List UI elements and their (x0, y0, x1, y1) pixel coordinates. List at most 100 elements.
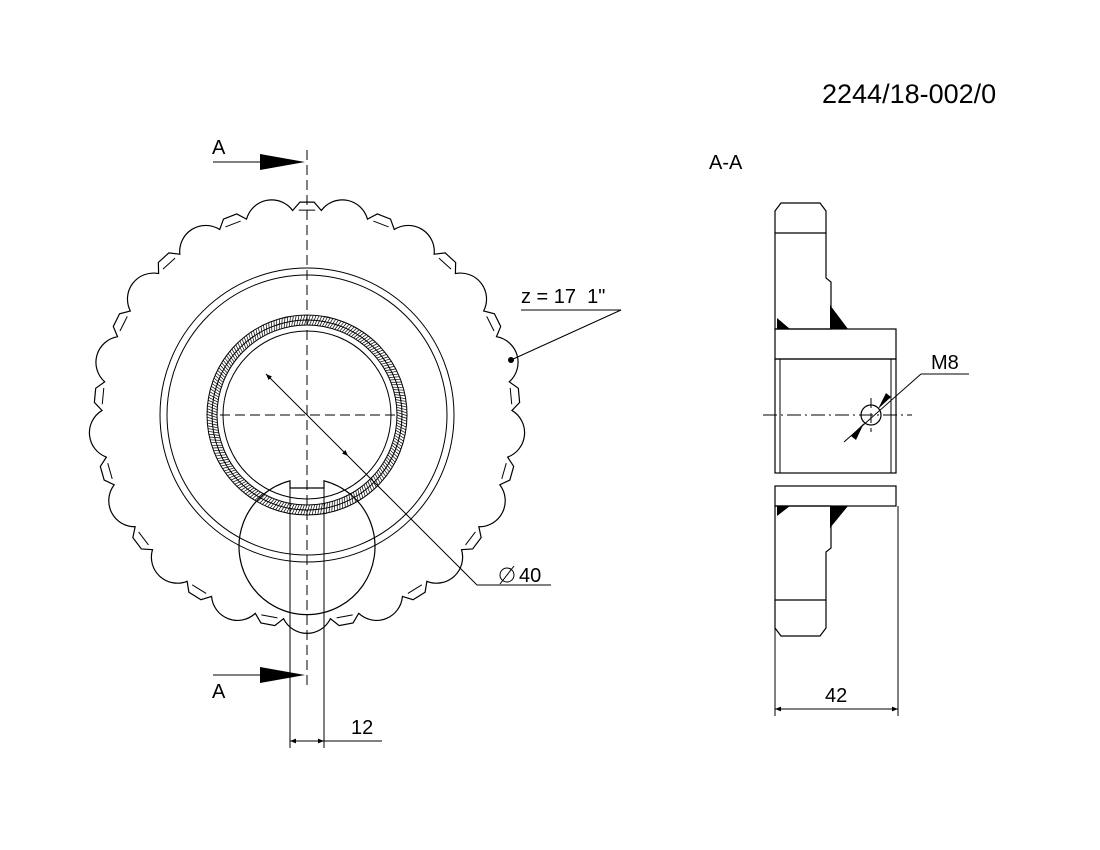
knurl-tick (206, 416, 218, 421)
knurl-tick (348, 494, 351, 506)
knurl-tick (346, 326, 355, 335)
knurl-tick (223, 467, 235, 472)
knurl-tick (243, 485, 253, 493)
knurl-tick (207, 399, 218, 406)
knurl-tick (376, 354, 387, 359)
knurl-tick (254, 493, 263, 501)
knurl-tick (265, 323, 268, 335)
knurl-tick (361, 337, 371, 345)
knurl-tick (396, 419, 407, 425)
knurl-tick (377, 469, 385, 479)
tooth-chamfer-line (225, 220, 241, 228)
knurl-tick (255, 328, 259, 340)
knurl-tick (293, 315, 297, 326)
knurl-tick (267, 498, 275, 508)
knurl-tick (213, 377, 223, 386)
knurl-tick (363, 484, 368, 495)
knurl-tick (367, 343, 378, 349)
lower-tooth-section (774, 505, 848, 637)
knurl-tick (208, 394, 219, 400)
tooth-chamfer-line (438, 257, 452, 270)
thread-callout: M8 (931, 352, 959, 374)
knurl-tick (341, 324, 350, 333)
knurl-tick (324, 317, 331, 327)
knurl-tick (379, 358, 391, 363)
knurl-tick (322, 316, 328, 327)
knurl-tick (211, 385, 221, 393)
section-label-top: A (212, 137, 226, 159)
knurl-tick (386, 456, 395, 465)
keyway-width-value: 12 (351, 717, 373, 739)
knurl-tick (260, 326, 264, 337)
knurl-tick (369, 479, 375, 490)
knurl-tick (388, 376, 400, 378)
knurl-tick (306, 314, 311, 326)
knurl-tick (329, 319, 337, 329)
knurl-tick (248, 333, 253, 344)
knurl-tick (391, 444, 401, 453)
knurl-tick (359, 335, 369, 343)
knurl-tick (395, 427, 406, 434)
knurl-tick (253, 330, 257, 341)
knurl-tick (227, 353, 235, 363)
knurl-tick (371, 347, 382, 353)
knurl-tick (301, 314, 306, 326)
knurl-tick (296, 315, 300, 326)
knurl-tick (219, 461, 231, 464)
knurl-tick (217, 370, 226, 378)
knurl-tick (206, 414, 218, 418)
section-arrow-bottom (213, 667, 305, 683)
knurl-tick (235, 344, 241, 355)
diameter-leader (347, 455, 478, 586)
knurl-tick (250, 331, 255, 343)
knurl-tick (219, 365, 228, 374)
knurl-tick (226, 355, 233, 365)
knurl-tick (395, 432, 405, 439)
knurl-tick (220, 463, 232, 467)
knurl-tick (339, 322, 347, 332)
tooth-chamfer-line (465, 531, 476, 546)
knurl-tick (207, 425, 218, 429)
drawing-number: 2244/18-002/0 (822, 79, 996, 109)
knurl-tick (319, 316, 326, 327)
knurl-tick (294, 504, 300, 515)
knurl-tick (395, 399, 407, 402)
knurl-tick (393, 437, 403, 445)
tooth-chamfer-line (373, 220, 389, 228)
knurl-tick (207, 405, 218, 411)
knurl-tick (214, 375, 224, 383)
knurl-tick (238, 482, 249, 489)
knurl-tick (378, 356, 389, 361)
knurl-tick (252, 491, 261, 500)
knurl-tick (396, 401, 407, 405)
knurl-tick (222, 360, 231, 369)
knurl-tick (317, 504, 321, 515)
bore-region (774, 358, 897, 474)
knurl-tick (381, 361, 392, 365)
tooth-chamfer-line (162, 257, 176, 270)
knurl-tick (374, 351, 385, 357)
tooth-chamfer-line (107, 463, 113, 480)
knurl-tick (262, 496, 270, 505)
knurl-tick (396, 417, 407, 422)
knurl-tick (286, 503, 292, 514)
knurl-tick (357, 489, 361, 500)
knurl-tick (283, 503, 290, 513)
knurl-tick (396, 422, 407, 428)
knurl-tick (231, 348, 238, 359)
knurl-tick (394, 391, 405, 394)
knurl-tick (389, 378, 401, 381)
knurl-tick (394, 394, 406, 397)
knurl-tick (300, 504, 305, 515)
knurl-tick (246, 335, 251, 346)
knurl-tick (316, 315, 323, 326)
knurl-tick (213, 449, 225, 452)
knurl-tick (263, 324, 266, 336)
knurl-tick (396, 406, 407, 411)
section-view-title: A-A (709, 152, 743, 174)
knurl-tick (382, 363, 394, 367)
knurl-tick (218, 458, 229, 462)
knurl-tick (311, 504, 316, 515)
knurl-tick (395, 396, 406, 399)
knurl-tick (353, 330, 362, 339)
